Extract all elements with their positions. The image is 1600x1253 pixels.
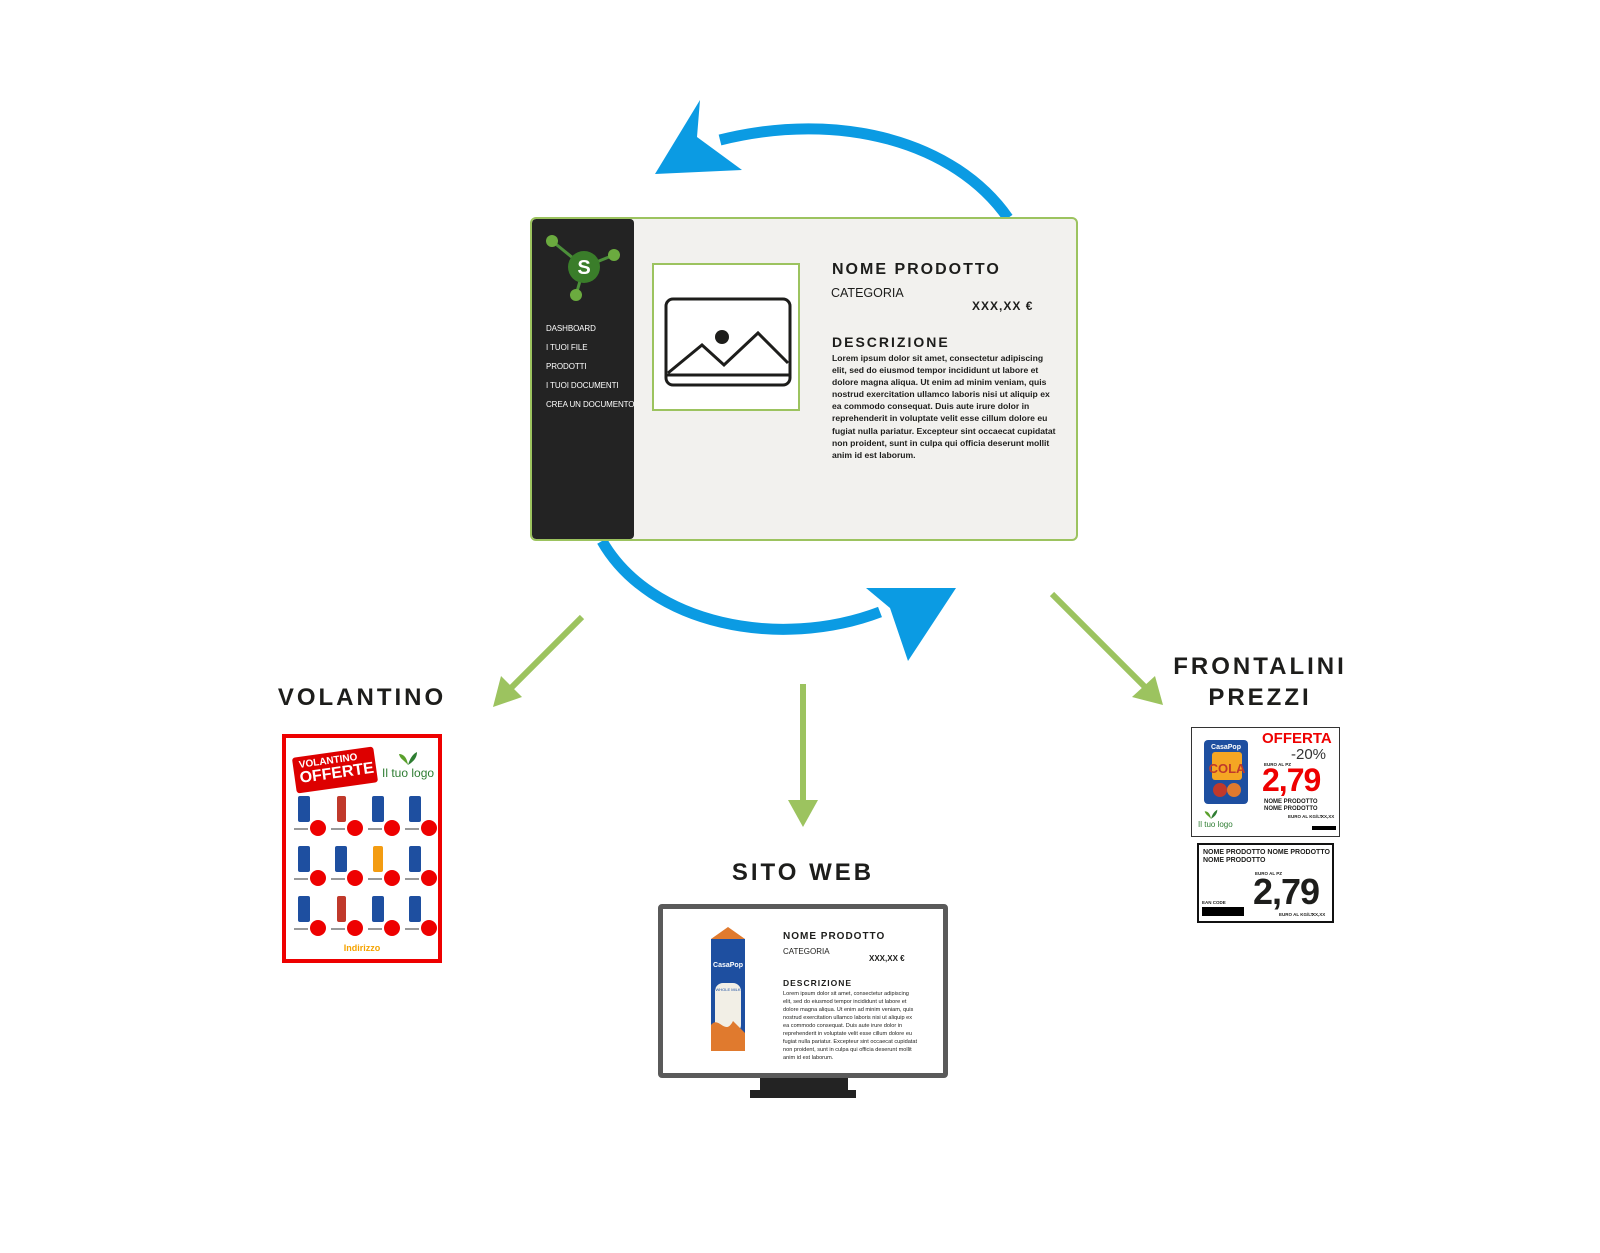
tag-barcode bbox=[1312, 826, 1336, 830]
tag-logo-text: Il tuo logo bbox=[1198, 820, 1233, 829]
output-arrow-volantino bbox=[502, 614, 585, 697]
tag2-kg-value: XX,XX bbox=[1312, 912, 1326, 917]
nav-item-create-document[interactable]: CREA UN DOCUMENTO bbox=[546, 400, 635, 409]
description-title: DESCRIZIONE bbox=[832, 334, 950, 350]
product-price: XXX,XX € bbox=[972, 299, 1034, 313]
flyer-preview: VOLANTINO OFFERTE Il tuo logo Indirizzo bbox=[282, 734, 442, 963]
nav-item-documents[interactable]: I TUOI DOCUMENTI bbox=[546, 381, 619, 390]
volantino-heading: VOLANTINO bbox=[277, 684, 447, 711]
cycle-arrow-bottom bbox=[597, 538, 882, 635]
output-arrowhead-sito bbox=[788, 800, 818, 827]
cycle-arrow-top bbox=[718, 123, 1013, 222]
tag-discount: -20% bbox=[1291, 746, 1327, 763]
tag-unit-label: EURO AL PZ bbox=[1264, 762, 1292, 767]
flyer-product-cell bbox=[366, 794, 400, 842]
tag2-barcode bbox=[1202, 907, 1244, 916]
flyer-logo-text: Il tuo logo bbox=[382, 766, 435, 780]
nav-item-files[interactable]: I TUOI FILE bbox=[546, 343, 588, 352]
tag2-product-name: NOME PRODOTTO NOME PRODOTTO NOME PRODOTT… bbox=[1203, 849, 1330, 864]
price-tag-standard: NOME PRODOTTO NOME PRODOTTO NOME PRODOTT… bbox=[1197, 843, 1334, 923]
cycle-arrowhead-top bbox=[655, 100, 742, 174]
flyer-product-cell bbox=[403, 894, 437, 942]
web-description-text: Lorem ipsum dolor sit amet, consectetur … bbox=[783, 991, 918, 1061]
image-placeholder-icon bbox=[664, 297, 792, 387]
tag-product-name: NOME PRODOTTO NOME PRODOTTO bbox=[1264, 799, 1318, 812]
tag2-ean-label: EAN CODE bbox=[1202, 900, 1226, 905]
sidebar: S DASHBOARD I TUOI FILE PRODOTTI I TUOI … bbox=[532, 219, 634, 539]
frontalini-heading: FRONTALINI PREZZI bbox=[1165, 651, 1355, 713]
leaf-logo-icon bbox=[1204, 809, 1218, 819]
tag-kg-value: XX,XX bbox=[1321, 814, 1335, 819]
logo-letter: S bbox=[577, 257, 590, 279]
tag-offer-label: OFFERTA bbox=[1262, 730, 1332, 747]
flyer-product-cell bbox=[403, 844, 437, 892]
flyer-product-cell bbox=[292, 844, 326, 892]
monitor-stand bbox=[760, 1078, 848, 1092]
milk-carton-icon: CasaPop WHOLE MILK bbox=[711, 927, 745, 1051]
price-tag-offer: CasaPop COLA OFFERTA -20% EURO AL PZ 2,7… bbox=[1191, 727, 1340, 837]
frontalini-heading-line1: FRONTALINI bbox=[1173, 653, 1347, 680]
monitor-base bbox=[750, 1090, 856, 1098]
tag2-unit-label: EURO AL PZ bbox=[1255, 871, 1283, 876]
can-label: COLA bbox=[1209, 761, 1246, 776]
nav-item-dashboard[interactable]: DASHBOARD bbox=[546, 324, 596, 333]
flyer-product-cell bbox=[403, 794, 437, 842]
can-brand: CasaPop bbox=[1211, 744, 1241, 751]
web-description-title: DESCRIZIONE bbox=[783, 978, 853, 988]
product-name: NOME PRODOTTO bbox=[832, 261, 1001, 278]
flyer-product-cell bbox=[329, 894, 363, 942]
output-arrowhead-frontalini bbox=[1132, 676, 1163, 705]
sito-web-heading: SITO WEB bbox=[731, 859, 875, 886]
web-product-price: XXX,XX € bbox=[869, 954, 905, 963]
flyer-product-cell bbox=[292, 794, 326, 842]
tag2-price: 2,79 bbox=[1253, 871, 1320, 912]
frontalini-heading-line2: PREZZI bbox=[1208, 684, 1312, 711]
product-app-window: S DASHBOARD I TUOI FILE PRODOTTI I TUOI … bbox=[530, 217, 1078, 541]
flyer-product-cell bbox=[292, 894, 326, 942]
flyer-product-grid bbox=[292, 794, 438, 942]
cycle-arrowhead-bottom bbox=[866, 588, 956, 661]
flyer-product-cell bbox=[366, 844, 400, 892]
monitor-preview: CasaPop WHOLE MILK NOME PRODOTTO CATEGOR… bbox=[658, 904, 948, 1078]
tag-kg-label: EURO AL KG/LT bbox=[1288, 814, 1323, 819]
flyer-product-cell bbox=[366, 894, 400, 942]
cola-pack-icon: CasaPop COLA bbox=[1204, 740, 1248, 804]
nav-item-products[interactable]: PRODOTTI bbox=[546, 362, 587, 371]
product-image-placeholder[interactable] bbox=[652, 263, 800, 411]
output-arrowhead-volantino bbox=[493, 676, 522, 707]
network-logo-icon: S bbox=[546, 235, 620, 301]
description-text: Lorem ipsum dolor sit amet, consectetur … bbox=[832, 353, 1056, 460]
carton-label: WHOLE MILK bbox=[715, 987, 740, 992]
tag2-kg-label: EURO AL KG/LT bbox=[1279, 912, 1314, 917]
output-arrow-frontalini bbox=[1049, 591, 1151, 693]
flyer-address: Indirizzo bbox=[343, 943, 381, 953]
flyer-product-cell bbox=[329, 844, 363, 892]
leaf-logo-icon bbox=[399, 752, 417, 765]
carton-brand: CasaPop bbox=[713, 962, 743, 969]
web-product-name: NOME PRODOTTO bbox=[783, 931, 886, 942]
web-product-category: CATEGORIA bbox=[783, 947, 830, 956]
sidebar-nav: DASHBOARD I TUOI FILE PRODOTTI I TUOI DO… bbox=[546, 319, 634, 414]
tag-price: 2,79 bbox=[1262, 762, 1321, 798]
flyer-offer-badge: VOLANTINO OFFERTE bbox=[291, 746, 379, 794]
product-category: CATEGORIA bbox=[831, 286, 904, 300]
flyer-product-cell bbox=[329, 794, 363, 842]
